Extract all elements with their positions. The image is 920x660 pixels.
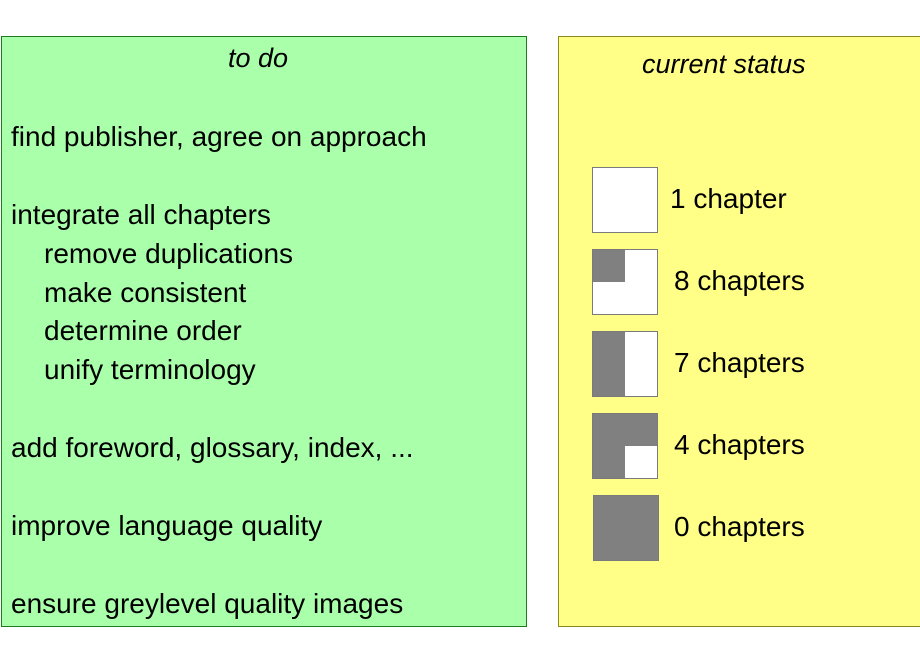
status-box-3 [592,331,658,397]
status-label-2: 8 chapters [674,265,805,296]
status-box-2 [592,249,658,315]
fill-quarter-top-left [594,496,626,528]
status-box-4 [592,413,658,479]
status-box-1 [592,167,658,233]
fill-quarter-top-right [625,414,657,446]
task-improve-language: improve language quality [11,510,323,541]
status-heading: current status [642,49,806,79]
fill-quarter-bottom-left [594,528,626,560]
status-label-3: 7 chapters [674,347,805,378]
fill-quarter-top-right [626,496,658,528]
task-find-publisher: find publisher, agree on approach [11,121,427,152]
subtask-make-consistent: make consistent [44,277,247,308]
fill-quarter-bottom-left [593,446,625,478]
todo-panel: to do find publisher, agree on approach … [1,36,527,627]
status-label-4: 4 chapters [674,429,805,460]
subtask-determine-order: determine order [44,315,242,346]
fill-quarter-bottom-left [593,364,625,396]
todo-heading: to do [228,43,289,73]
status-box-5 [593,495,659,561]
status-label-1: 1 chapter [670,183,787,214]
subtask-remove-duplications: remove duplications [44,238,294,269]
task-integrate-chapters: integrate all chapters [11,199,271,230]
fill-quarter-top-left [593,332,625,364]
subtask-unify-terminology: unify terminology [44,354,256,385]
fill-quarter-bottom-right [626,528,658,560]
status-panel: current status 1 chapter 8 chapters 7 ch… [558,36,920,627]
status-label-5: 0 chapters [674,511,805,542]
fill-quarter-top-left [593,414,625,446]
fill-quarter-top-left [593,250,625,282]
task-add-foreword: add foreword, glossary, index, ... [11,432,414,463]
task-ensure-images: ensure greylevel quality images [11,588,404,619]
